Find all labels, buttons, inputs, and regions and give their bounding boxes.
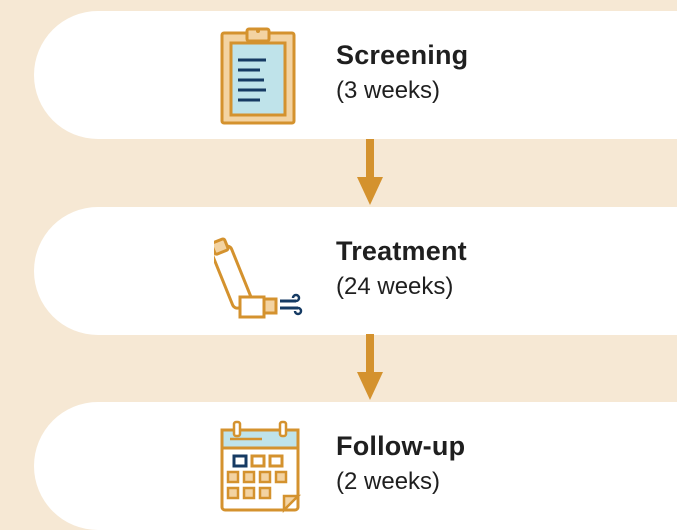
stage-card-screening: Screening (3 weeks) <box>34 11 677 139</box>
down-arrow-icon <box>357 334 383 400</box>
inhaler-icon <box>214 237 303 319</box>
stage-title: Screening <box>336 40 469 70</box>
down-arrow-icon <box>357 139 383 205</box>
stage-card-treatment: Treatment (24 weeks) <box>34 207 677 335</box>
stage-card-follow-up: Follow-up (2 weeks) <box>34 402 677 530</box>
stage-title: Treatment <box>336 236 467 266</box>
stage-duration: (24 weeks) <box>336 273 454 300</box>
stage-duration: (3 weeks) <box>336 77 441 104</box>
stage-title: Follow-up <box>336 431 466 461</box>
clipboard-icon <box>220 27 296 125</box>
calendar-icon <box>220 420 302 514</box>
stage-duration: (2 weeks) <box>336 468 441 495</box>
